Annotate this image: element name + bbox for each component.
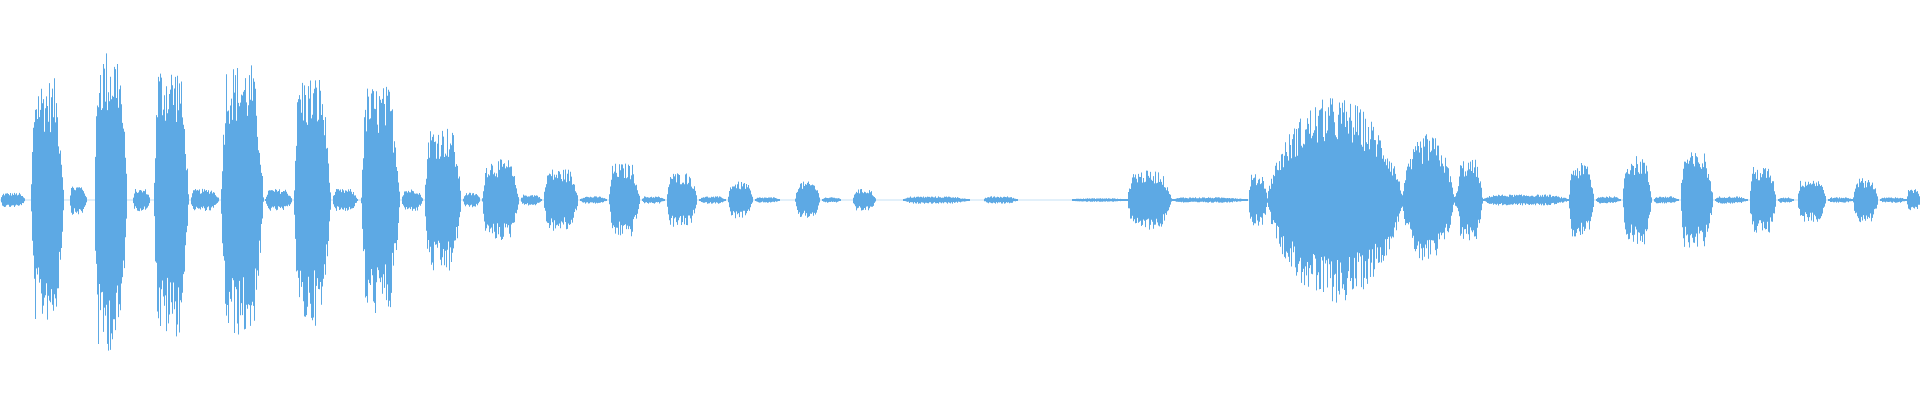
waveform-bars bbox=[1, 53, 1920, 351]
waveform-path bbox=[1, 53, 1920, 351]
